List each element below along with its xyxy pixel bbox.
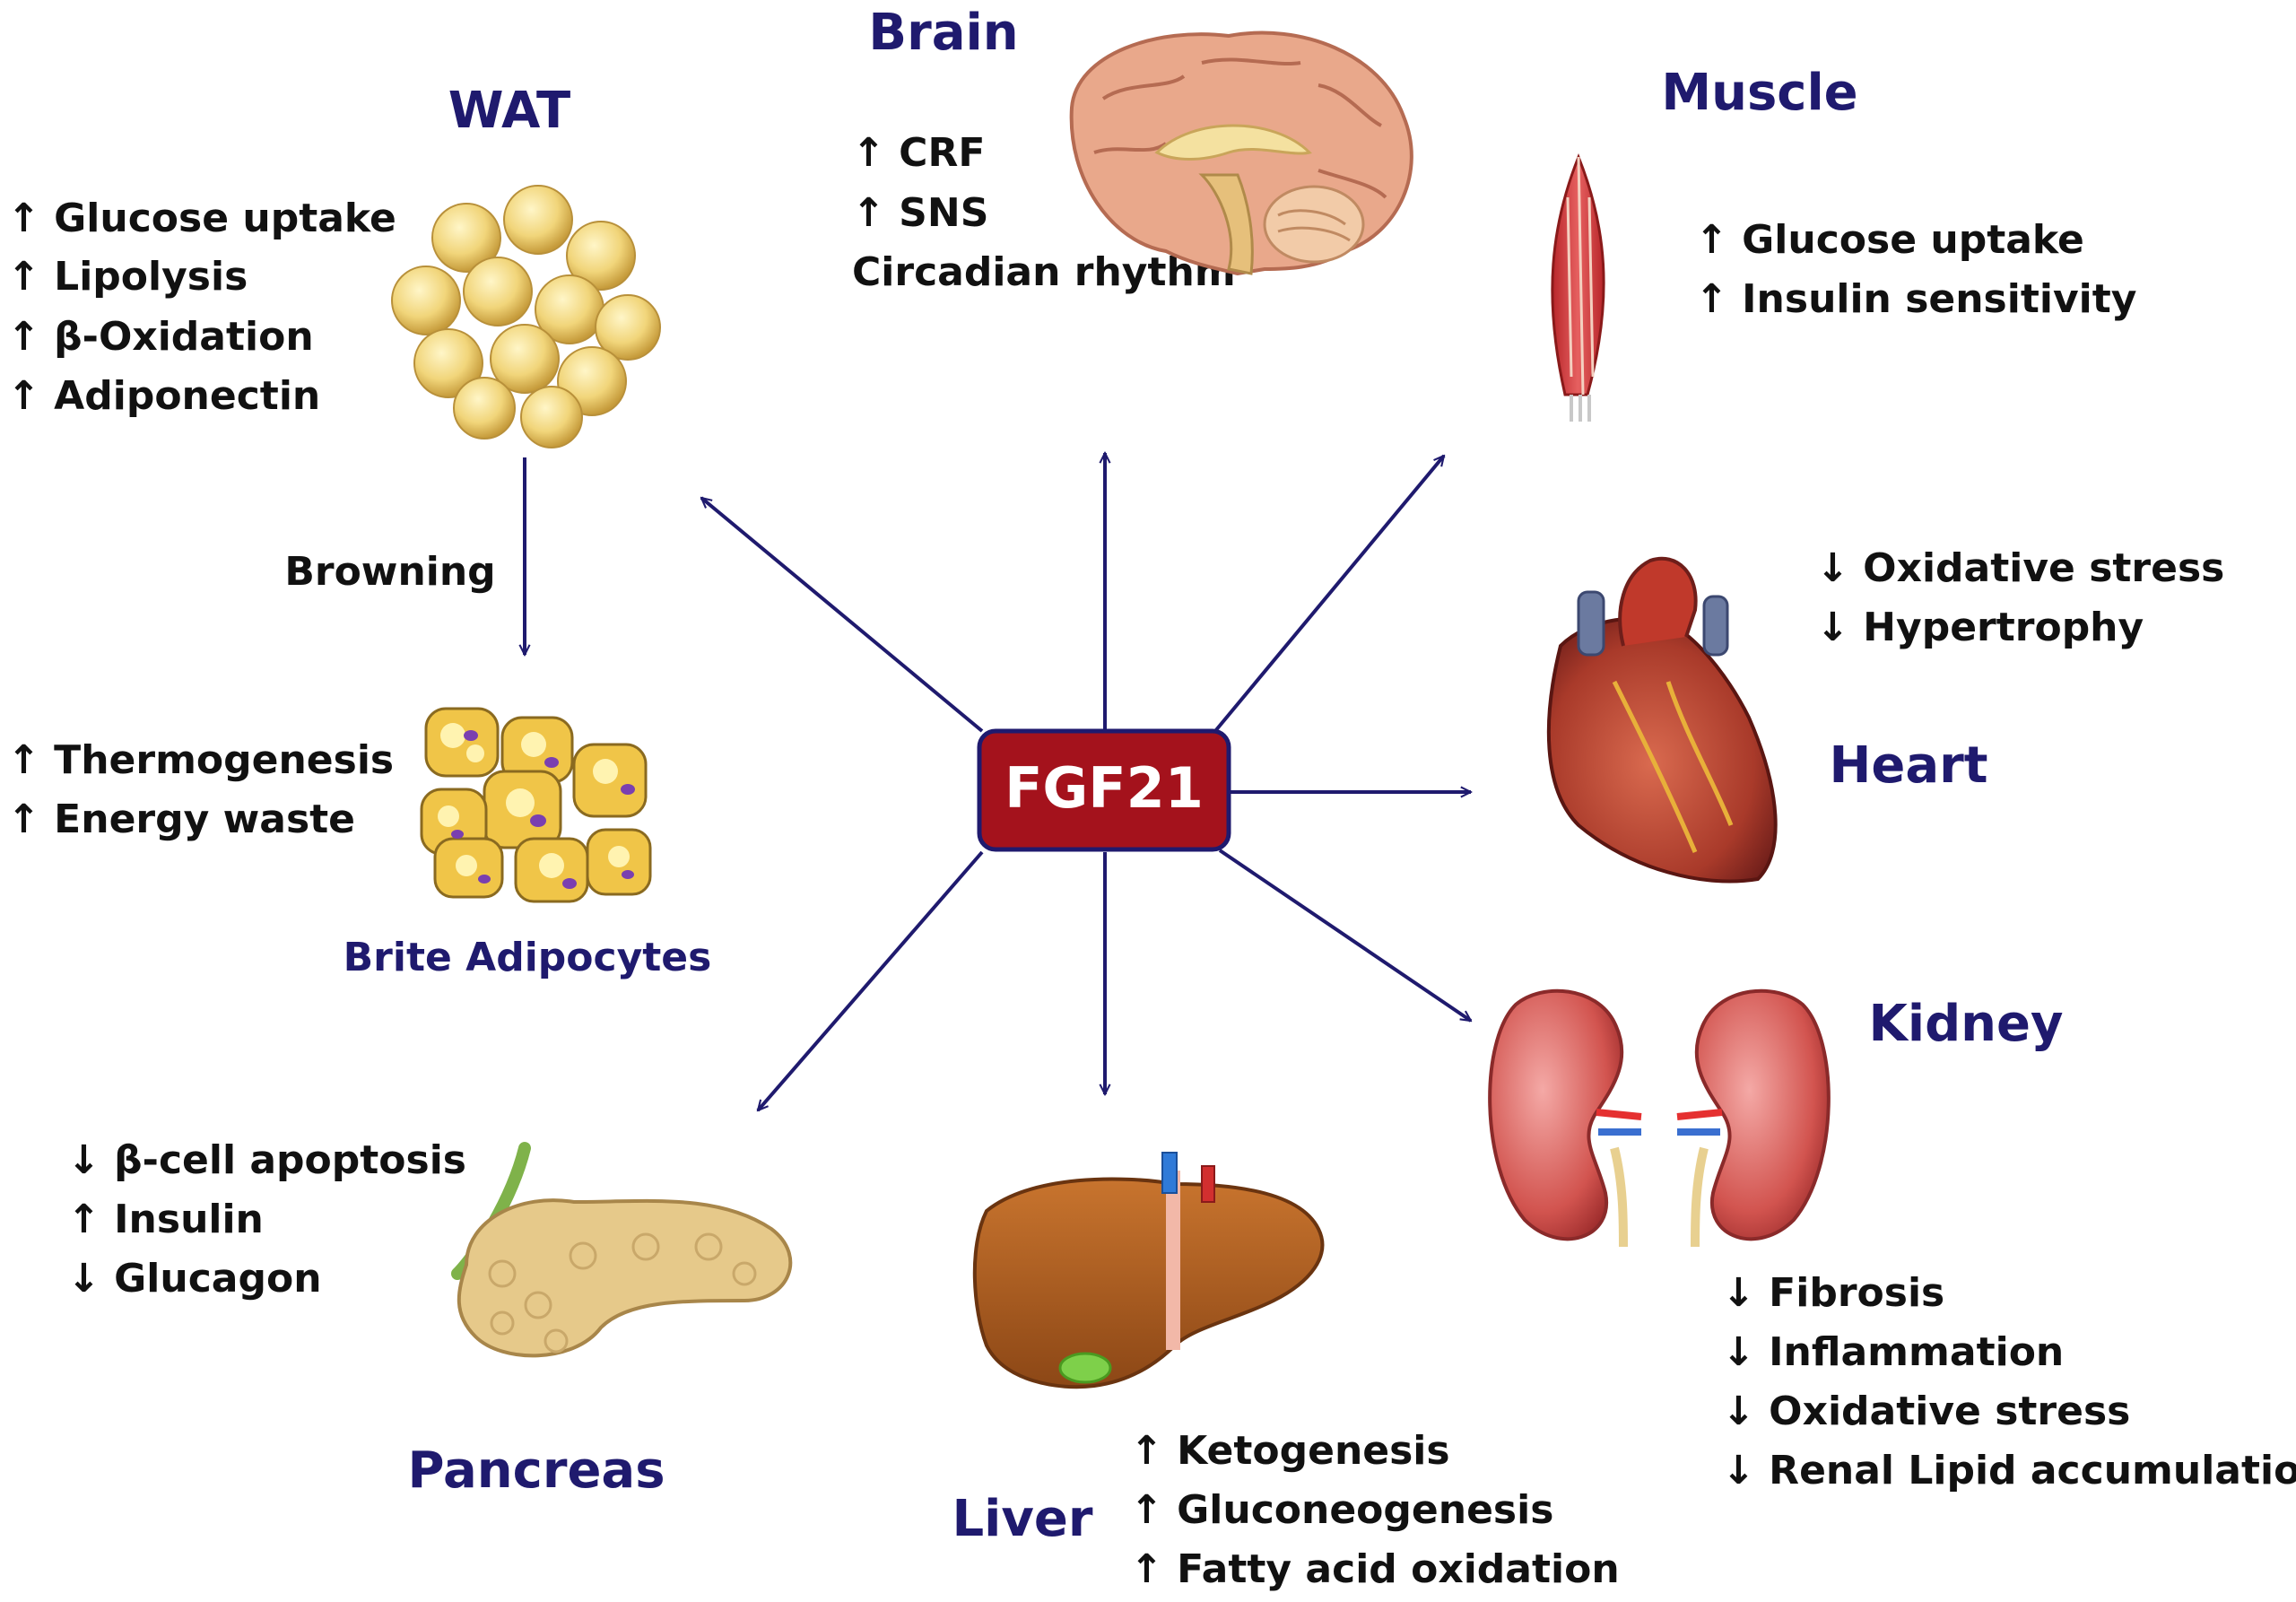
brain-effect-1: ↑ CRF (852, 130, 985, 176)
liver-icon (972, 1152, 1325, 1389)
brite-adipocytes-icon (420, 707, 652, 903)
muscle-effect-1: ↑ Glucose uptake (1695, 217, 2084, 263)
arrow-to-kidney (1218, 849, 1471, 1023)
heart-section: ↓ Oxidative stress ↓ Hypertrophy Heart (1546, 545, 2224, 884)
arrow-to-wat (701, 496, 984, 733)
browning-label: Browning (284, 549, 495, 595)
brite-effects: ↑ Thermogenesis ↑ Energy waste (7, 737, 394, 842)
muscle-icon (1551, 152, 1605, 422)
liver-section: Liver ↑ Ketogenesis ↑ Gluconeogenesis ↑ … (952, 1152, 1620, 1592)
wat-effect-3: ↑ β-Oxidation (7, 314, 314, 360)
brain-effect-3: Circadian rhythm (852, 249, 1236, 295)
brite-title: Brite Adipocytes (344, 935, 712, 980)
liver-title: Liver (952, 1490, 1093, 1548)
liver-effect-3: ↑ Fatty acid oxidation (1130, 1546, 1620, 1592)
wat-effect-2: ↑ Lipolysis (7, 254, 248, 300)
fgf21-node: FGF21 (977, 728, 1231, 852)
wat-effect-1: ↑ Glucose uptake (7, 196, 396, 241)
kidney-effect-3: ↓ Oxidative stress (1722, 1389, 2130, 1434)
arrows (525, 453, 1471, 1110)
liver-effect-1: ↑ Ketogenesis (1130, 1428, 1450, 1474)
brain-title: Brain (868, 4, 1018, 62)
brain-effects: ↑ CRF ↑ SNS Circadian rhythm (852, 130, 1236, 295)
brain-effect-2: ↑ SNS (852, 190, 988, 236)
muscle-effects: ↑ Glucose uptake ↑ Insulin sensitivity (1695, 217, 2136, 322)
kidney-effect-2: ↓ Inflammation (1722, 1329, 2064, 1375)
pancreas-effect-3: ↓ Glucagon (67, 1256, 322, 1302)
heart-effect-2: ↓ Hypertrophy (1816, 605, 2144, 650)
wat-fat-cells-icon (391, 185, 661, 448)
pancreas-effects: ↓ β-cell apoptosis ↑ Insulin ↓ Glucagon (67, 1137, 466, 1302)
liver-effects: ↑ Ketogenesis ↑ Gluconeogenesis ↑ Fatty … (1130, 1428, 1620, 1592)
pancreas-effect-1: ↓ β-cell apoptosis (67, 1137, 466, 1183)
heart-icon (1546, 556, 1778, 884)
brain-section: Brain ↑ CRF ↑ SNS Circadian rhythm (852, 4, 1413, 295)
fgf21-label: FGF21 (1004, 755, 1204, 821)
pancreas-icon (451, 1142, 793, 1358)
brite-effect-2: ↑ Energy waste (7, 797, 355, 842)
heart-effect-1: ↓ Oxidative stress (1816, 545, 2224, 591)
muscle-section: Muscle ↑ Glucose uptake ↑ Insulin sensit… (1551, 64, 2136, 422)
brain-icon (1069, 30, 1413, 276)
kidney-effect-4: ↓ Renal Lipid accumulation (1722, 1448, 2296, 1493)
liver-effect-2: ↑ Gluconeogenesis (1130, 1487, 1553, 1533)
pancreas-effect-2: ↑ Insulin (67, 1197, 264, 1242)
arrow-to-pancreas (758, 850, 984, 1110)
brite-section: ↑ Thermogenesis ↑ Energy waste (7, 707, 712, 980)
muscle-effect-2: ↑ Insulin sensitivity (1695, 276, 2136, 322)
kidney-section: Kidney ↓ Fibrosis ↓ Inflammation ↓ Oxida… (1488, 988, 2296, 1493)
wat-effect-4: ↑ Adiponectin (7, 373, 320, 419)
heart-effects: ↓ Oxidative stress ↓ Hypertrophy (1816, 545, 2224, 650)
wat-effects: ↑ Glucose uptake ↑ Lipolysis ↑ β-Oxidati… (7, 196, 396, 419)
kidney-effects: ↓ Fibrosis ↓ Inflammation ↓ Oxidative st… (1722, 1270, 2296, 1493)
pancreas-title: Pancreas (407, 1441, 665, 1500)
kidney-icon (1488, 988, 1831, 1248)
pancreas-section: ↓ β-cell apoptosis ↑ Insulin ↓ Glucagon … (67, 1137, 793, 1500)
kidney-effect-1: ↓ Fibrosis (1722, 1270, 1944, 1316)
muscle-title: Muscle (1661, 64, 1857, 122)
heart-title: Heart (1829, 736, 1987, 795)
kidney-title: Kidney (1868, 995, 2063, 1053)
wat-title: WAT (448, 82, 570, 140)
fgf21-box (977, 728, 1231, 852)
brite-effect-1: ↑ Thermogenesis (7, 737, 394, 783)
wat-section: WAT ↑ Glucose uptake ↑ Lipolysis ↑ β-Oxi… (7, 82, 661, 448)
arrow-to-muscle (1213, 456, 1446, 733)
